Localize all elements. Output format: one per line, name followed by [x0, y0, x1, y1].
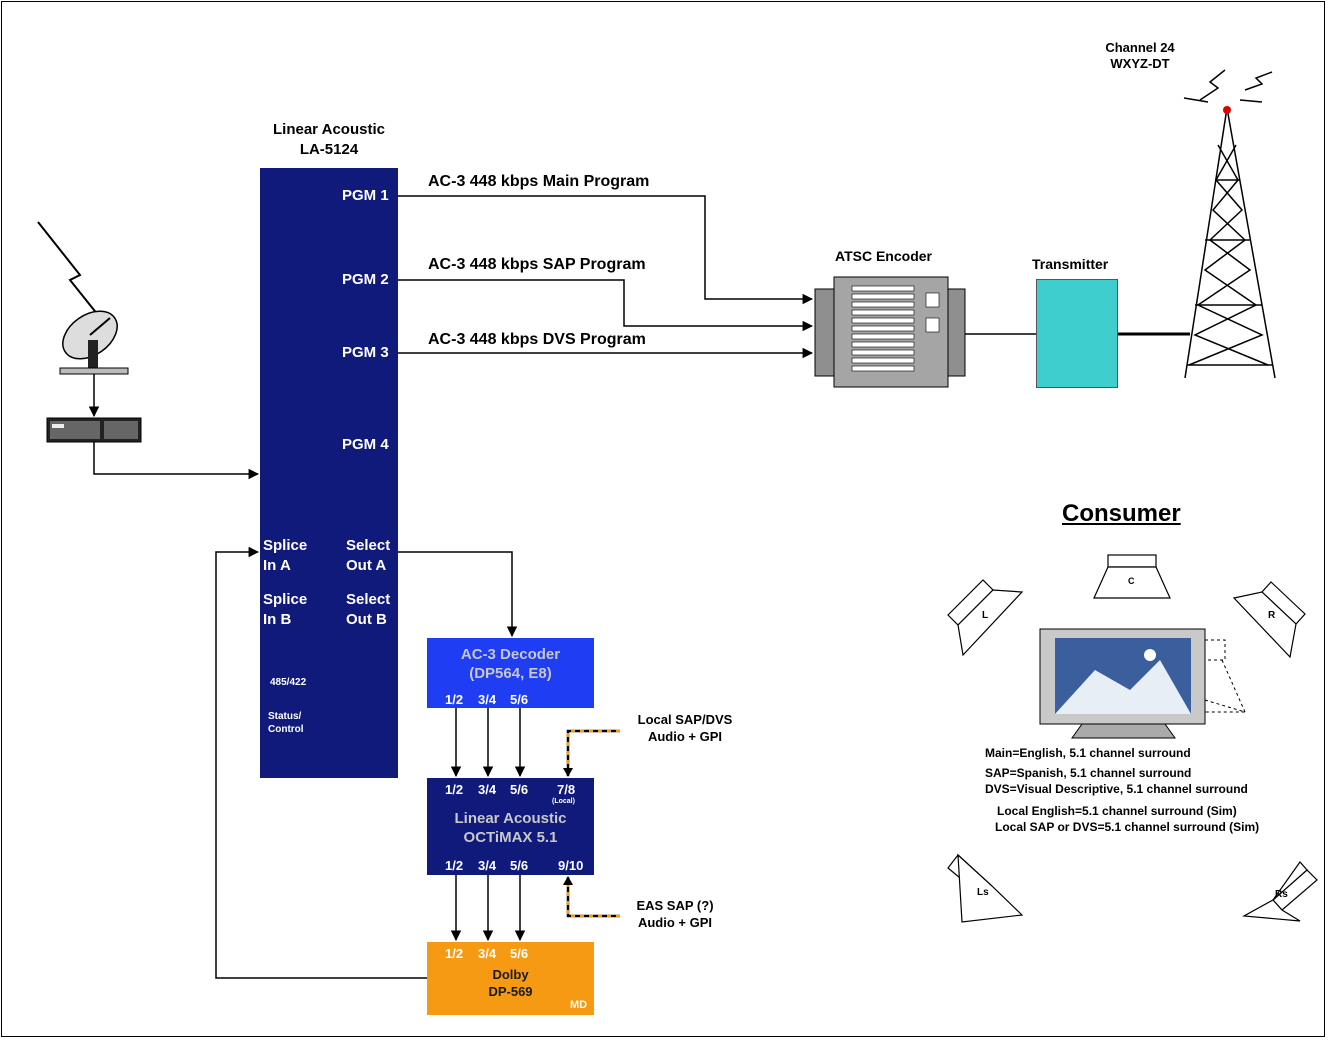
local-sap-line2: Audio + GPI [620, 728, 750, 745]
dolby-ch-1-2: 1/2 [445, 946, 463, 961]
splice-in-b-line1: Splice [263, 590, 307, 610]
splice-in-a-label: Splice In A [263, 536, 307, 576]
dvs-program-label: AC-3 448 kbps DVS Program [428, 331, 646, 349]
decoder-ch-5-6: 5/6 [510, 692, 528, 707]
speaker-c-label: C [1128, 576, 1135, 586]
octimax-in-1-2: 1/2 [445, 782, 463, 797]
splice-in-a-line2: In A [263, 556, 307, 576]
decoder-title-line1: AC-3 Decoder [427, 645, 594, 664]
local-sap-line1: Local SAP/DVS [620, 711, 750, 728]
consumer-title: Consumer [1062, 500, 1181, 528]
television-icon [1040, 629, 1245, 738]
status-label: Status/ [268, 710, 304, 723]
splice-in-a-line1: Splice [263, 536, 307, 556]
speaker-ls-label: Ls [977, 887, 989, 898]
dolby-title: Dolby DP-569 [427, 966, 594, 1000]
octimax-out-5-6: 5/6 [510, 858, 528, 873]
port-label: 485/422 [270, 677, 306, 688]
note-sap: SAP=Spanish, 5.1 channel surround [985, 765, 1259, 781]
dolby-dp569-block: 1/2 3/4 5/6 Dolby DP-569 MD [427, 942, 594, 1015]
pgm3-label: PGM 3 [342, 344, 389, 361]
la5124-title: Linear Acoustic LA-5124 [240, 120, 418, 160]
control-label: Control [268, 723, 304, 736]
pgm4-label: PGM 4 [342, 436, 389, 453]
note-dvs: DVS=Visual Descriptive, 5.1 channel surr… [985, 781, 1259, 797]
speaker-rs-label: Rs [1275, 889, 1288, 900]
decoder-title: AC-3 Decoder (DP564, E8) [427, 645, 594, 683]
transmitter-box [1036, 279, 1118, 388]
octimax-title: Linear Acoustic OCTiMAX 5.1 [427, 809, 594, 847]
octimax-in-3-4: 3/4 [478, 782, 496, 797]
pgm1-label: PGM 1 [342, 187, 389, 204]
octimax-out-9-10: 9/10 [558, 858, 583, 873]
la5124-title-line1: Linear Acoustic [240, 120, 418, 140]
note-local-sap: Local SAP or DVS=5.1 channel surround (S… [995, 819, 1259, 835]
octimax-title-line1: Linear Acoustic [427, 809, 594, 828]
splice-in-b-line2: In B [263, 610, 307, 630]
speaker-r-label: R [1268, 610, 1275, 621]
atsc-encoder-icon [815, 277, 965, 387]
dolby-title-line1: Dolby [427, 966, 594, 983]
note-local-english: Local English=5.1 channel surround (Sim) [997, 803, 1259, 819]
dolby-md-label: MD [570, 999, 587, 1011]
transmitter-label: Transmitter [1032, 256, 1108, 272]
dolby-ch-3-4: 3/4 [478, 946, 496, 961]
octimax-in-7-8: 7/8 [557, 782, 575, 797]
splice-in-b-label: Splice In B [263, 590, 307, 630]
decoder-ch-3-4: 3/4 [478, 692, 496, 707]
speaker-l-label: L [982, 610, 988, 621]
atsc-encoder-label: ATSC Encoder [835, 248, 932, 264]
consumer-notes: Main=English, 5.1 channel surround SAP=S… [985, 745, 1259, 835]
sap-program-label: AC-3 448 kbps SAP Program [428, 256, 646, 274]
eas-line2: Audio + GPI [620, 914, 730, 931]
eas-line1: EAS SAP (?) [620, 897, 730, 914]
select-out-b-label: Select Out B [346, 590, 390, 630]
select-out-a-line2: Out A [346, 556, 390, 576]
dolby-ch-5-6: 5/6 [510, 946, 528, 961]
ac3-decoder-block: AC-3 Decoder (DP564, E8) 1/2 3/4 5/6 [427, 638, 594, 708]
decoder-ch-1-2: 1/2 [445, 692, 463, 707]
octimax-out-3-4: 3/4 [478, 858, 496, 873]
la5124-title-line2: LA-5124 [240, 140, 418, 160]
note-main: Main=English, 5.1 channel surround [985, 745, 1259, 761]
status-control-label: Status/ Control [268, 710, 304, 736]
octimax-title-line2: OCTiMAX 5.1 [427, 828, 594, 847]
octimax-local-label: (Local) [552, 798, 575, 805]
pgm2-label: PGM 2 [342, 271, 389, 288]
select-out-a-label: Select Out A [346, 536, 390, 576]
receiver-icon [47, 418, 141, 442]
main-program-label: AC-3 448 kbps Main Program [428, 173, 649, 191]
transmission-tower-icon [1184, 70, 1275, 378]
select-out-a-line1: Select [346, 536, 390, 556]
station-label: WXYZ-DT [1090, 56, 1190, 72]
decoder-title-line2: (DP564, E8) [427, 664, 594, 683]
select-out-b-line1: Select [346, 590, 390, 610]
channel-label: Channel 24 [1090, 40, 1190, 56]
satellite-dish-icon [38, 222, 128, 374]
la5124-block: PGM 1 PGM 2 PGM 3 PGM 4 Splice In A Spli… [260, 168, 398, 778]
octimax-in-5-6: 5/6 [510, 782, 528, 797]
dolby-title-line2: DP-569 [427, 983, 594, 1000]
tower-label: Channel 24 WXYZ-DT [1090, 40, 1190, 72]
tower-light-icon [1223, 106, 1231, 114]
eas-label: EAS SAP (?) Audio + GPI [620, 897, 730, 931]
octimax-out-1-2: 1/2 [445, 858, 463, 873]
octimax-block: 1/2 3/4 5/6 7/8 (Local) Linear Acoustic … [427, 778, 594, 875]
select-out-b-line2: Out B [346, 610, 390, 630]
local-sap-label: Local SAP/DVS Audio + GPI [620, 711, 750, 745]
